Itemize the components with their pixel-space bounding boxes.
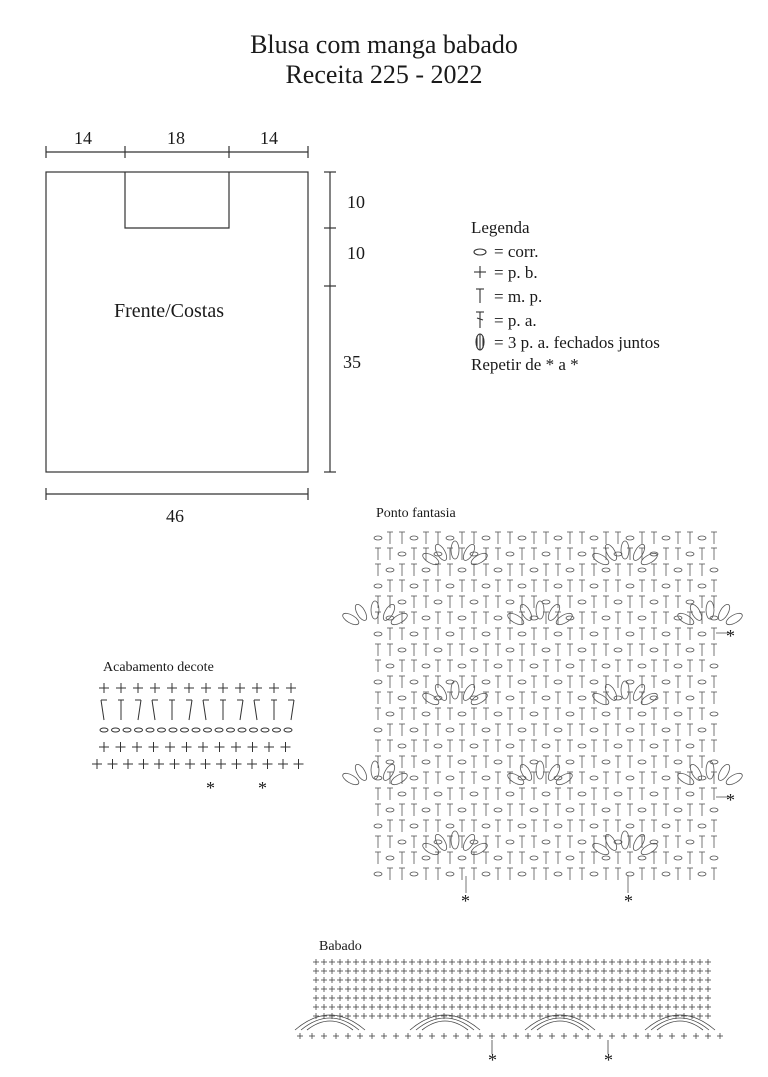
dim-top-center: 18 <box>167 128 185 148</box>
repeat-mark-fancy-right-1: * <box>726 626 735 646</box>
legend-title: Legenda <box>471 218 530 237</box>
repeat-mark-fancy-bottom-1: * <box>461 891 470 911</box>
legend-item-cluster: = 3 p. a. fechados juntos <box>494 333 660 352</box>
fancy-stitch-chart <box>342 531 743 893</box>
repeat-mark-fancy-right-2: * <box>726 790 735 810</box>
dim-top-right: 14 <box>260 128 278 148</box>
cluster-3dc-icon <box>475 333 485 351</box>
dim-side-2: 10 <box>347 243 365 263</box>
chain-oval-icon <box>473 248 487 256</box>
legend-item-half-double: = m. p. <box>494 287 543 306</box>
dim-side-1: 10 <box>347 192 365 212</box>
dim-side-3: 35 <box>343 352 361 372</box>
half-double-crochet-icon <box>476 288 484 303</box>
schematic-label: Frente/Costas <box>114 300 224 322</box>
single-crochet-cross-icon <box>474 266 486 278</box>
dim-top-left: 14 <box>74 128 92 148</box>
dim-bottom: 46 <box>166 506 184 526</box>
legend-item-double: = p. a. <box>494 311 537 330</box>
ruffle-chart <box>294 959 723 1054</box>
legend-item-single: = p. b. <box>494 263 538 282</box>
repeat-mark-neck-2: * <box>258 778 267 798</box>
double-crochet-icon <box>476 311 484 328</box>
repeat-mark-neck-1: * <box>206 778 215 798</box>
repeat-mark-fancy-bottom-2: * <box>624 891 633 911</box>
legend-repeat-note: Repetir de * a * <box>471 355 579 374</box>
neckline-chart-title: Acabamento decote <box>103 660 214 675</box>
fancy-chart-title: Ponto fantasia <box>376 506 456 521</box>
ruffle-chart-title: Babado <box>319 939 362 954</box>
neckline-chart <box>92 683 304 769</box>
repeat-mark-ruffle-1: * <box>488 1050 497 1070</box>
legend-item-chain: = corr. <box>494 242 539 261</box>
page-title-line1: Blusa com manga babado <box>250 30 518 59</box>
page-title-line2: Receita 225 - 2022 <box>285 60 483 89</box>
repeat-mark-ruffle-2: * <box>604 1050 613 1070</box>
